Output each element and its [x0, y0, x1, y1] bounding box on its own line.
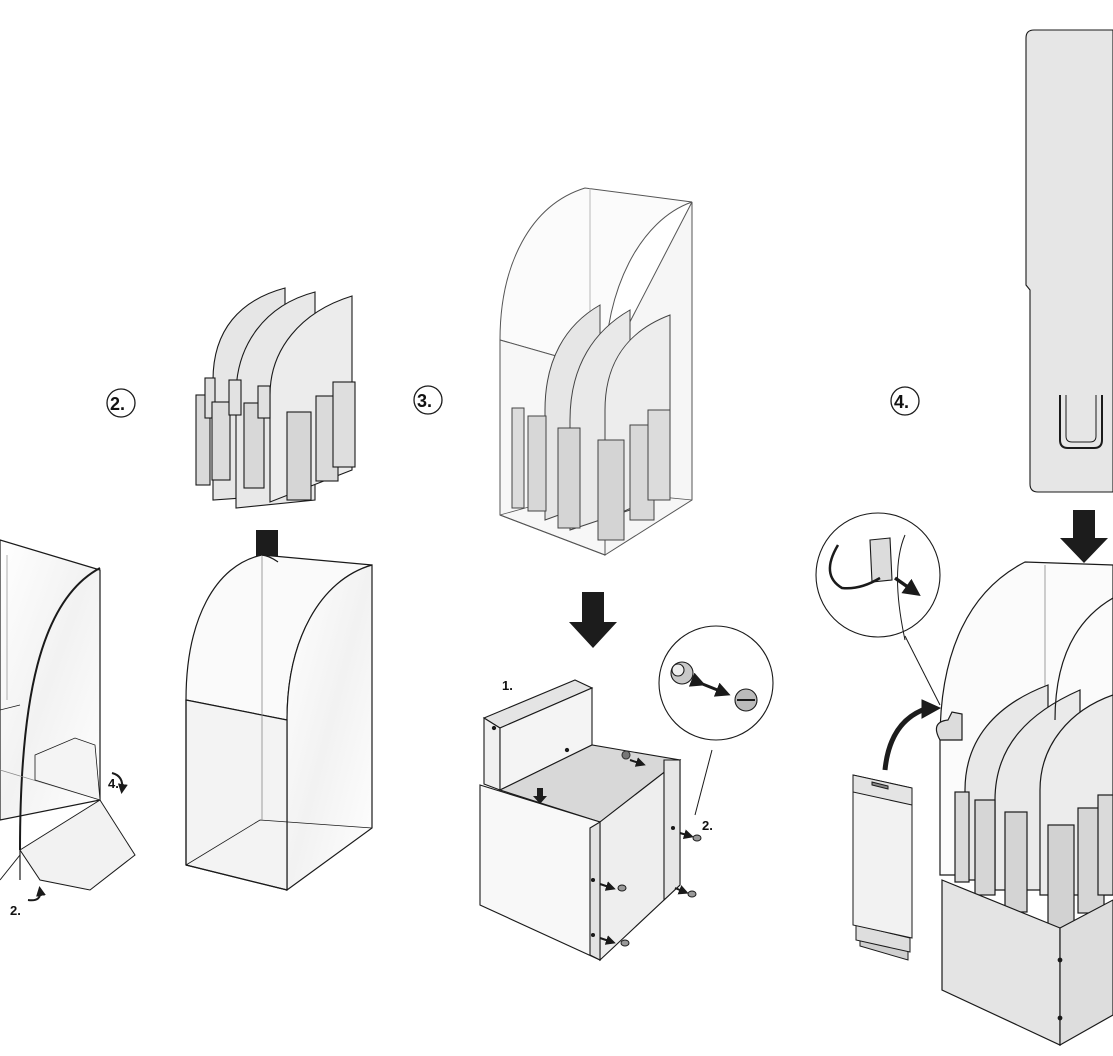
step1-fold-label-2: 2. — [10, 903, 21, 918]
step3-base-inner-arrow — [533, 788, 547, 804]
step4-hanging-pack — [852, 699, 942, 961]
step2-number-badge: 2. — [106, 388, 136, 418]
step3-screws — [599, 757, 702, 947]
svg-text:4.: 4. — [894, 392, 909, 412]
step3-down-arrow — [569, 592, 617, 648]
svg-text:3.: 3. — [417, 391, 432, 411]
step3-assembled-holder — [499, 187, 693, 556]
step4-final-display — [935, 561, 1113, 1047]
step1-fold-label-4: 4. — [108, 776, 119, 791]
step1-folded-holder — [0, 539, 136, 891]
step4-number-badge: 4. — [890, 386, 920, 416]
step4-hook-detail-circle — [815, 512, 941, 706]
step1-fold-arrow-4 — [111, 772, 128, 794]
step3-base-box — [479, 679, 682, 962]
step3-screw-detail-circle — [658, 625, 774, 816]
step3-base-label-1: 1. — [502, 678, 513, 693]
step4-down-arrow — [1060, 510, 1108, 563]
step2-divider-insert — [195, 287, 356, 509]
step2-clear-holder — [185, 554, 373, 892]
step1-fold-arrow-2 — [27, 886, 46, 902]
svg-text:2.: 2. — [110, 394, 125, 414]
step3-number-badge: 3. — [413, 385, 443, 415]
step3-base-label-2: 2. — [702, 818, 713, 833]
step4-header-card — [1025, 29, 1113, 493]
